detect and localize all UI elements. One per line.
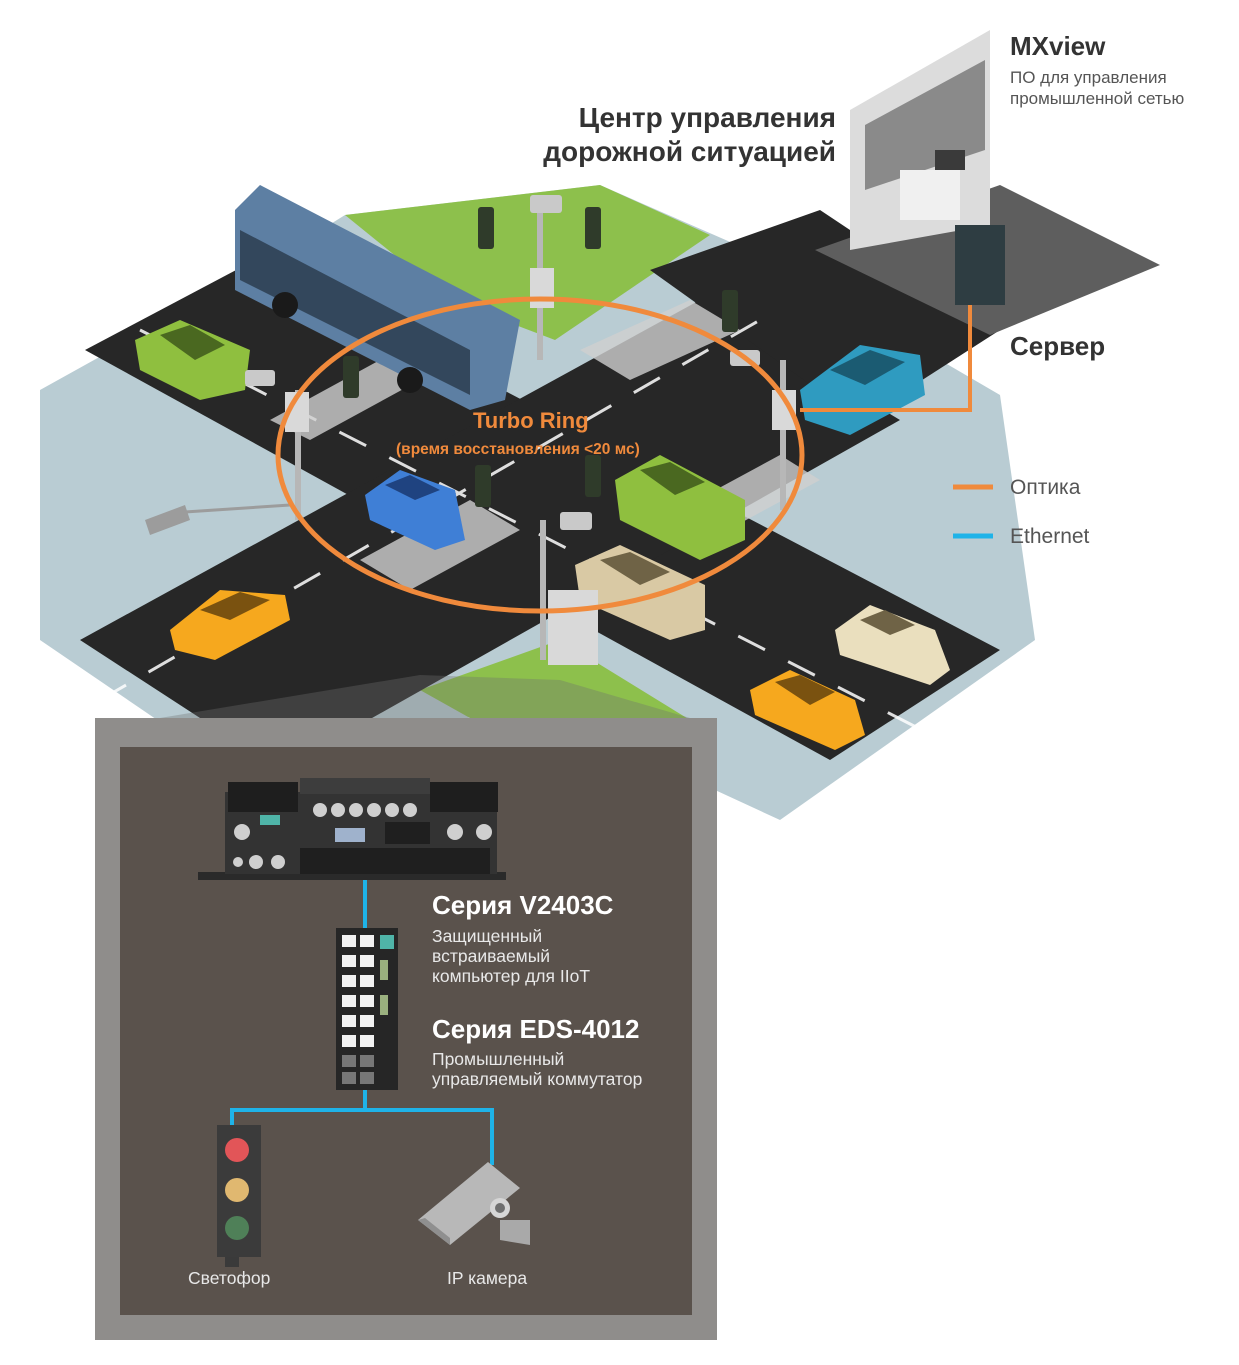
control-center-line1: Центр управления [578,102,836,133]
ip-camera-label: IP камера [447,1268,528,1288]
eds-desc-line1: Промышленный [432,1049,565,1069]
legend-label-optic: Оптика [1010,476,1081,499]
turbo-ring-optic [275,296,805,614]
v2403c-desc-line2: встраиваемый [432,946,551,966]
car-icon [800,345,925,435]
control-center-line2: дорожной ситуацией [543,136,836,167]
ring-title: Turbo Ring [473,408,589,433]
server-label: Сервер [1010,331,1106,361]
car-icon [750,670,865,750]
ring-subtitle: (время восстановления <20 мс) [396,441,640,458]
switch-icon [336,928,398,1090]
car-icon [170,590,290,660]
v2403c-title: Серия V2403C [432,890,614,920]
ip-camera-icon [245,370,275,386]
street-lamp [145,505,190,535]
car-icon [575,545,705,640]
traffic-light-icon [585,207,601,249]
v2403c-desc-line1: Защищенный [432,926,543,946]
traffic-light-icon [343,356,359,398]
traffic-light-icon [585,455,601,497]
traffic-light-icon [478,207,494,249]
traffic-light-icon [217,1125,261,1267]
car-icon [365,470,465,550]
street-poles [245,195,796,665]
eds-title: Серия EDS-4012 [432,1014,640,1044]
grass-top [345,185,710,340]
control-center-building [815,30,1160,335]
vehicles [135,185,950,750]
mxview-title: MXview [1010,31,1106,61]
legend-label-ethernet: Ethernet [1010,525,1090,548]
v2403c-desc-line3: компьютер для IIoT [432,966,591,986]
intersection-map [40,185,1035,820]
ethernet-links [230,880,494,1165]
traffic-light-label: Светофор [188,1268,271,1288]
car-icon [615,455,745,560]
ip-camera-icon [560,512,592,530]
optic-server-link [800,305,972,412]
computer-icon [935,150,965,170]
traffic-light-icon [475,465,491,507]
ip-camera-icon [530,195,562,213]
server-rack-icon [955,225,1005,305]
legend [953,484,993,539]
bus-icon [235,185,520,410]
street-cabinet [548,590,598,665]
eds-desc-line2: управляемый коммутатор [432,1069,643,1089]
v2403c-computer [198,778,506,880]
street-cabinet [530,268,554,308]
mxview-desc-line1: ПО для управления [1010,68,1167,87]
ip-camera-icon [418,1162,530,1245]
car-icon [135,320,250,400]
traffic-light-icon [722,290,738,332]
mxview-desc-line2: промышленной сетью [1010,89,1185,108]
car-icon [835,605,950,685]
